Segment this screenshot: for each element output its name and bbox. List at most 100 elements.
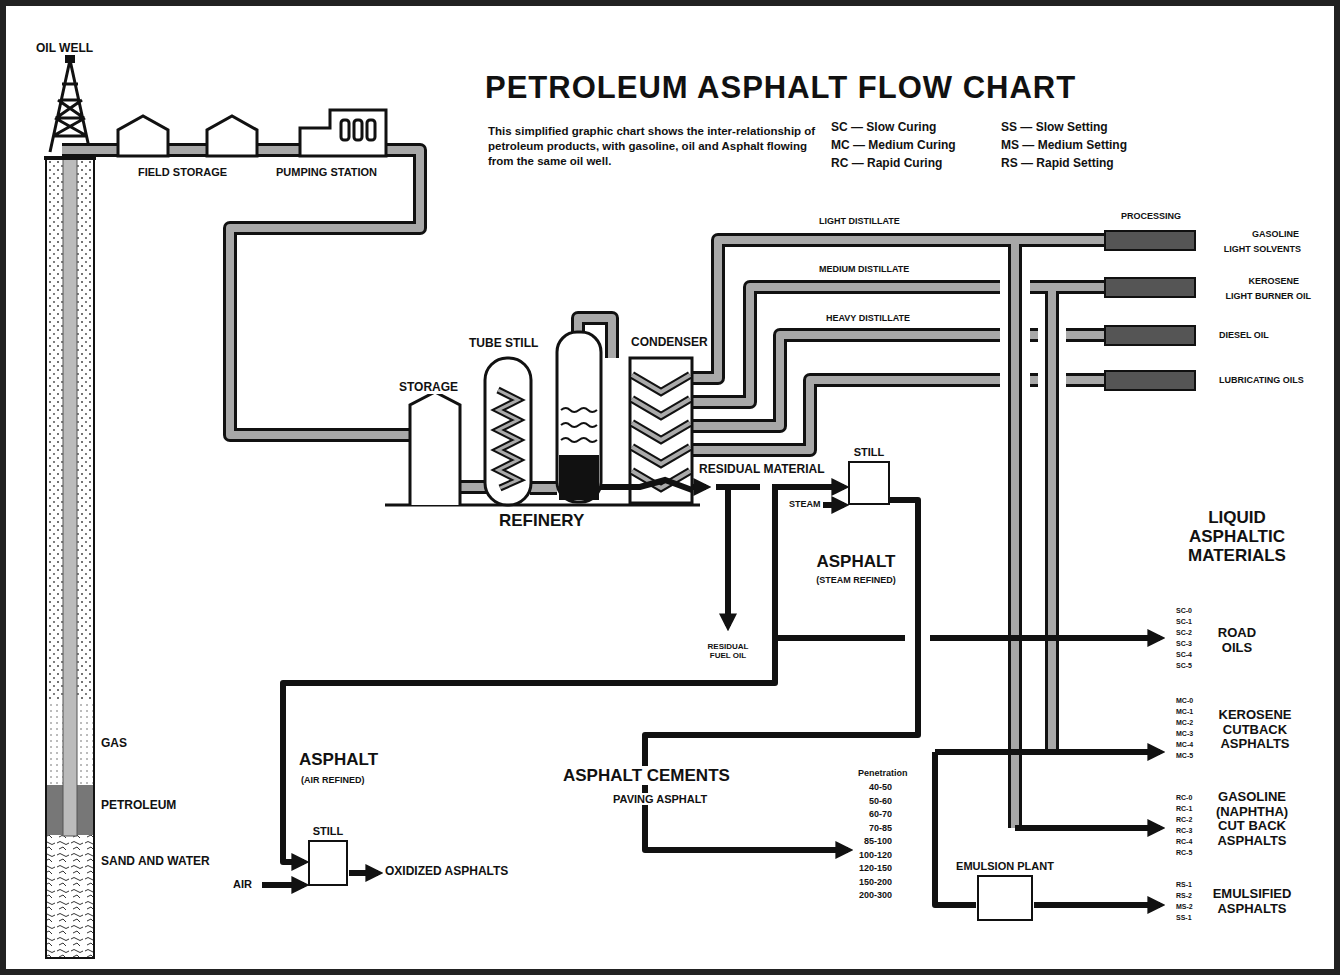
label: RESIDUAL FUEL OIL bbox=[700, 643, 756, 661]
label: SC-5 bbox=[1175, 662, 1193, 670]
drawing-part bbox=[559, 455, 599, 500]
asphalt-line bbox=[262, 487, 1160, 905]
label: LUBRICATING OILS bbox=[1218, 375, 1305, 385]
drawing-part bbox=[1105, 326, 1195, 345]
label: 120-150 bbox=[858, 863, 893, 873]
label: OXIDIZED ASPHALTS bbox=[384, 865, 509, 878]
drawing-part bbox=[498, 390, 518, 488]
label: RC-1 bbox=[1175, 805, 1193, 813]
label: 100-120 bbox=[858, 850, 893, 860]
refinery bbox=[385, 332, 700, 505]
label: 60-70 bbox=[868, 809, 893, 819]
label: 70-85 bbox=[868, 823, 893, 833]
drawing-part bbox=[47, 835, 93, 957]
label: Penetration bbox=[857, 768, 909, 778]
label: 50-60 bbox=[868, 796, 893, 806]
label: RC-4 bbox=[1175, 838, 1193, 846]
label: AIR bbox=[232, 878, 253, 890]
label: STORAGE bbox=[398, 381, 459, 394]
drawing-part bbox=[349, 870, 378, 876]
processing-unit bbox=[1105, 231, 1195, 390]
node-label: STILL bbox=[311, 825, 346, 838]
label: MC-1 bbox=[1175, 708, 1194, 716]
label: FIELD STORAGE bbox=[137, 166, 228, 178]
drawing-part bbox=[118, 116, 168, 156]
label: TUBE STILL bbox=[468, 337, 539, 350]
drawing-part bbox=[50, 60, 90, 152]
drawing-part bbox=[930, 635, 1160, 641]
drawing-part bbox=[367, 120, 375, 140]
label: GASOLINE bbox=[1251, 229, 1300, 239]
emulsion-plant: EMULSION PLANT bbox=[938, 860, 1072, 921]
label: EMULSIFIED ASPHALTS bbox=[1201, 887, 1303, 916]
label: LIGHT BURNER OIL bbox=[1225, 291, 1313, 301]
pipe-outline bbox=[62, 150, 1105, 828]
drawing-part bbox=[207, 116, 257, 156]
label: RC-5 bbox=[1175, 849, 1193, 857]
drawing-part bbox=[1105, 278, 1195, 297]
chart-title: PETROLEUM ASPHALT FLOW CHART bbox=[485, 70, 1076, 106]
drawing-part bbox=[935, 749, 1160, 755]
oil-well bbox=[44, 55, 96, 958]
label: 40-50 bbox=[868, 782, 893, 792]
label: REFINERY bbox=[498, 511, 585, 530]
label: RC-0 bbox=[1175, 794, 1193, 802]
drawing-part bbox=[557, 332, 601, 502]
label: PUMPING STATION bbox=[275, 166, 378, 178]
drawing-part bbox=[772, 484, 844, 490]
drawing-part bbox=[63, 150, 77, 836]
label: SAND AND WATER bbox=[100, 855, 211, 868]
buildings bbox=[118, 110, 386, 156]
label: OIL WELL bbox=[35, 42, 94, 55]
label: HEAVY DISTILLATE bbox=[825, 313, 911, 323]
label: KEROSENE CUTBACK ASPHALTS bbox=[1207, 708, 1304, 752]
label: RC-2 bbox=[1175, 816, 1193, 824]
drawing-part bbox=[410, 392, 460, 505]
label: MC-4 bbox=[1175, 741, 1194, 749]
drawing-part bbox=[1105, 231, 1195, 250]
label: MS — Medium Setting bbox=[1000, 139, 1128, 152]
drawing-part bbox=[775, 635, 905, 641]
drawing-part bbox=[561, 408, 597, 442]
drawing-part bbox=[354, 120, 362, 140]
label: PETROLEUM bbox=[100, 799, 177, 812]
label: KEROSENE bbox=[1247, 276, 1300, 286]
label: MS-2 bbox=[1175, 903, 1194, 911]
drawing-part bbox=[300, 110, 386, 156]
label: DIESEL OIL bbox=[1218, 330, 1270, 340]
drawing-part bbox=[498, 390, 518, 488]
drawing-part bbox=[1034, 902, 1160, 908]
drawing-part bbox=[692, 484, 706, 490]
label: 85-100 bbox=[863, 836, 893, 846]
label: MC-0 bbox=[1175, 697, 1194, 705]
drawing-part bbox=[341, 120, 349, 140]
label: PAVING ASPHALT bbox=[612, 793, 708, 805]
label: RS-1 bbox=[1175, 881, 1193, 889]
label: This simplified graphic chart shows the … bbox=[487, 124, 819, 169]
label: ASPHALT bbox=[815, 552, 896, 571]
drawing-part bbox=[632, 375, 690, 488]
drawing-part bbox=[725, 487, 731, 626]
label: SC-2 bbox=[1175, 629, 1193, 637]
drawing-part bbox=[65, 55, 75, 63]
label: PROCESSING bbox=[1120, 211, 1182, 221]
pipe bbox=[62, 150, 1105, 828]
label: GASOLINE (NAPHTHA) CUT BACK ASPHALTS bbox=[1204, 790, 1301, 848]
label: SC — Slow Curing bbox=[830, 121, 937, 134]
drawing-part bbox=[485, 358, 531, 505]
label: CONDENSER bbox=[630, 336, 709, 349]
label: RS-2 bbox=[1175, 892, 1193, 900]
label: GAS bbox=[100, 737, 128, 750]
label: 200-300 bbox=[858, 890, 893, 900]
label: MC — Medium Curing bbox=[830, 139, 957, 152]
label: 150-200 bbox=[858, 877, 893, 887]
label: ASPHALT CEMENTS bbox=[562, 766, 731, 785]
label: MC-2 bbox=[1175, 719, 1194, 727]
box-outline bbox=[977, 875, 1033, 921]
drawing-part bbox=[632, 375, 690, 488]
label: RS — Rapid Setting bbox=[1000, 157, 1115, 170]
still-box: STILL bbox=[292, 825, 364, 886]
box-outline bbox=[848, 461, 890, 505]
label: SC-0 bbox=[1175, 607, 1193, 615]
